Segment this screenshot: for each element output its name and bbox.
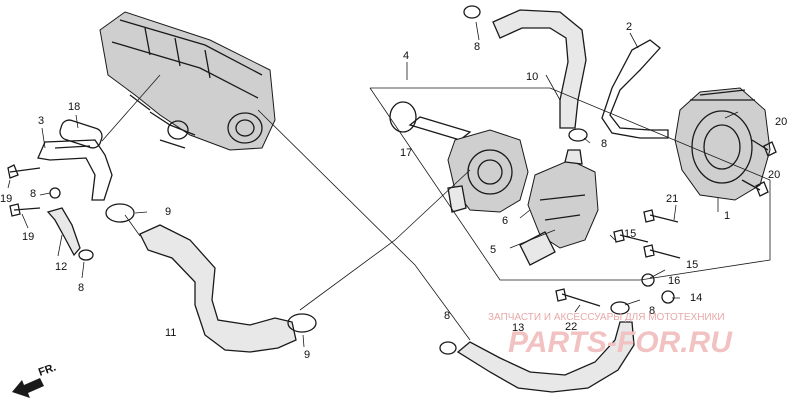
callout-9b: 9 — [304, 349, 310, 361]
engine-block — [99, 11, 276, 151]
watermark-logo: PARTS-FOR.RU — [508, 326, 733, 359]
leader-lines — [7, 21, 771, 348]
hose-11 — [139, 224, 297, 353]
callout-22: 22 — [565, 321, 577, 333]
front-direction-indicator: FR. — [12, 361, 58, 398]
callout-8c: 8 — [30, 188, 36, 200]
callout-8e: 8 — [444, 310, 450, 322]
callout-5: 5 — [490, 244, 496, 256]
callout-8b: 8 — [601, 138, 607, 150]
callout-20b: 20 — [768, 169, 780, 181]
callout-8f: 8 — [649, 305, 655, 317]
callout-9a: 9 — [165, 206, 171, 218]
callout-21: 21 — [666, 193, 678, 205]
fan-shroud-1 — [674, 87, 771, 201]
callout-8a: 8 — [474, 41, 480, 53]
callout-16: 16 — [668, 275, 680, 287]
hose-10 — [492, 9, 587, 129]
callout-4: 4 — [403, 50, 409, 62]
callout-3: 3 — [38, 115, 44, 127]
hose-12 — [46, 207, 81, 257]
callout-15a: 15 — [624, 228, 636, 240]
callout-12: 12 — [55, 261, 67, 273]
callout-20a: 20 — [775, 116, 787, 128]
o-ring-18 — [59, 119, 103, 149]
direction-arrow-icon — [12, 378, 44, 398]
callout-13: 13 — [512, 322, 524, 334]
callout-8d: 8 — [78, 282, 84, 294]
o-ring-17 — [389, 101, 417, 133]
callout-10: 10 — [526, 71, 538, 83]
callout-18: 18 — [68, 101, 80, 113]
callout-labels: 1 2 3 4 5 6 8 8 8 8 8 8 9 9 10 11 12 13 … — [0, 21, 787, 361]
callout-11: 11 — [165, 327, 176, 339]
callout-15b: 15 — [686, 259, 698, 271]
thermostat-housing — [519, 149, 599, 266]
water-pump-assembly — [408, 116, 529, 213]
hose-13 — [456, 321, 635, 393]
watermark-tagline: ЗАПЧАСТИ И АКСЕССУАРЫ ДЛЯ МОТОТЕХНИКИ — [488, 312, 725, 323]
water-pipe-3 — [37, 139, 113, 201]
callout-17: 17 — [400, 147, 412, 159]
callout-19a: 19 — [0, 193, 12, 205]
fasteners — [7, 5, 777, 355]
direction-label: FR. — [37, 361, 58, 378]
callout-2: 2 — [626, 21, 632, 33]
callout-6: 6 — [502, 215, 508, 227]
callout-1: 1 — [724, 210, 730, 222]
callout-14: 14 — [690, 292, 702, 304]
callout-19b: 19 — [22, 231, 34, 243]
watermark: ЗАПЧАСТИ И АКСЕССУАРЫ ДЛЯ МОТОТЕХНИКИ PA… — [488, 312, 733, 359]
